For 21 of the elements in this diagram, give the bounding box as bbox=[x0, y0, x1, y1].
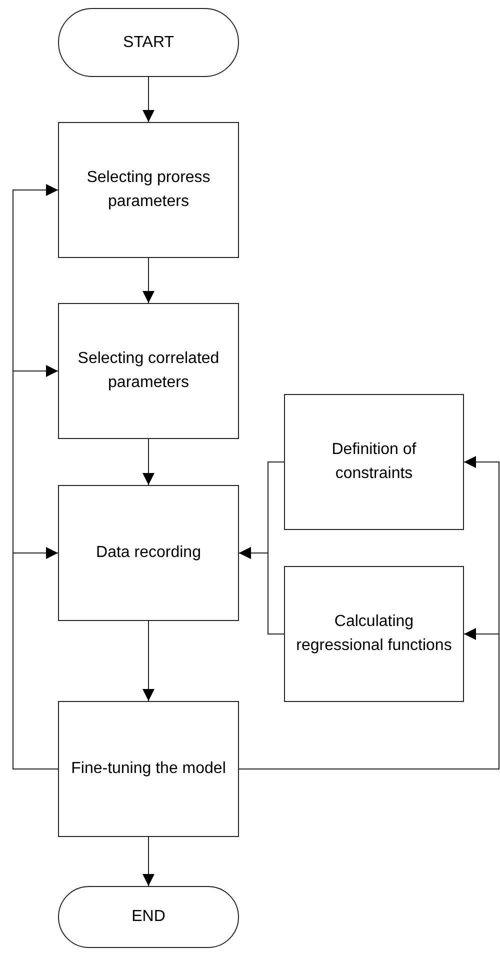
node-label: Selecting proress parameters bbox=[86, 168, 212, 212]
process-box bbox=[58, 122, 239, 258]
process-box bbox=[58, 303, 239, 439]
node-label: Fine-tuning the model bbox=[71, 759, 226, 779]
process-box bbox=[284, 566, 464, 702]
process-box bbox=[58, 701, 239, 837]
process-box bbox=[58, 485, 239, 621]
arrow bbox=[142, 76, 154, 122]
arrow bbox=[142, 836, 154, 886]
node-label: Calculating regressional functions bbox=[295, 612, 453, 656]
arrow bbox=[12, 547, 58, 770]
node-label: Selecting correlated parameters bbox=[76, 349, 220, 393]
arrow bbox=[142, 258, 154, 304]
arrow bbox=[142, 620, 154, 702]
node-label: START bbox=[123, 32, 174, 52]
arrow bbox=[142, 438, 154, 486]
arrow bbox=[238, 547, 284, 634]
node-label: Definition of constraints bbox=[330, 440, 418, 484]
process-box bbox=[284, 394, 464, 530]
node-label: Data recording bbox=[96, 543, 201, 563]
node-label: END bbox=[132, 907, 166, 927]
